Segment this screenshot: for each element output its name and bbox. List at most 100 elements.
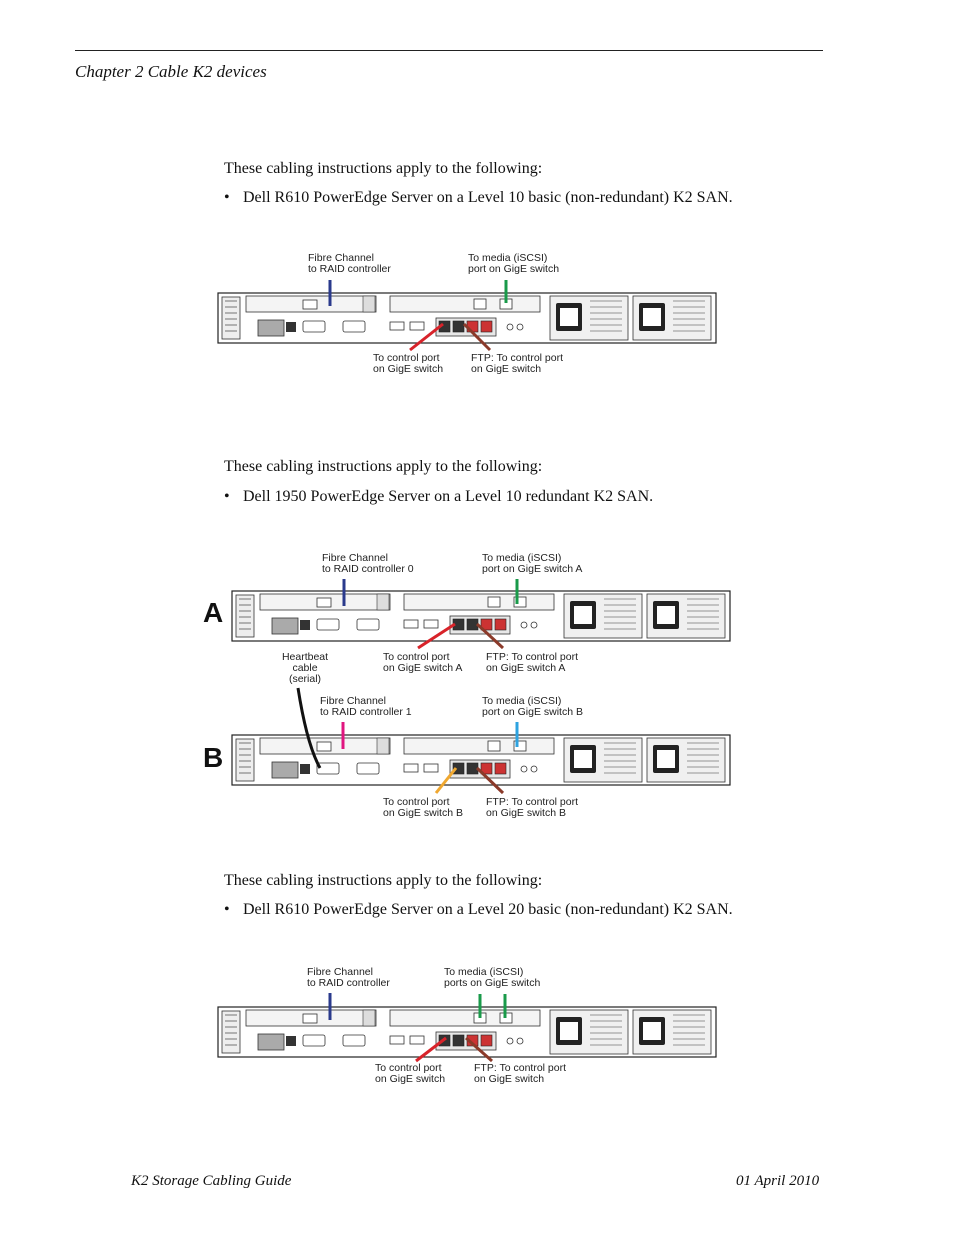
- nic-port: [480, 1034, 493, 1047]
- indicator-led: [506, 1037, 514, 1045]
- server-chassis-3: [217, 1006, 717, 1058]
- fc-port: [316, 741, 332, 752]
- slot-bracket: [376, 737, 390, 755]
- s2b-fibre-label: Fibre Channel to RAID controller 1: [320, 695, 412, 718]
- fc-port: [302, 1013, 318, 1024]
- media-port: [473, 298, 487, 310]
- section-3-bullet-text: Dell R610 PowerEdge Server on a Level 20…: [243, 901, 733, 918]
- id-button: [286, 322, 296, 332]
- s3-fibre-label: Fibre Channel to RAID controller: [307, 966, 390, 989]
- psu-block: [271, 761, 299, 779]
- fc-port: [302, 299, 318, 310]
- media-port: [487, 596, 501, 608]
- usb-port: [389, 1035, 405, 1045]
- vent-panel: [221, 1010, 241, 1054]
- s3-ftp-cable: [465, 1036, 493, 1063]
- inlet-socket: [560, 1022, 578, 1040]
- nic-port: [452, 762, 465, 775]
- s2b-ftp-cable: [475, 766, 505, 795]
- s3-media-label: To media (iSCSI) ports on GigE switch: [444, 966, 541, 989]
- inlet-socket: [643, 1022, 661, 1040]
- vga-port: [356, 762, 380, 775]
- nic-port: [494, 618, 507, 631]
- s1-ftp-label: FTP: To control port on GigE switch: [471, 352, 564, 375]
- vent-panel: [235, 738, 255, 782]
- usb-port: [423, 763, 439, 773]
- psu-block: [257, 1033, 285, 1051]
- usb-port: [403, 619, 419, 629]
- nic-port: [452, 1034, 465, 1047]
- usb-port: [409, 1035, 425, 1045]
- heartbeat-label: Heartbeat cable (serial): [281, 651, 329, 685]
- footer-title: K2 Storage Cabling Guide: [131, 1173, 292, 1189]
- serial-port: [316, 618, 340, 631]
- s2a-control-cable: [417, 622, 456, 650]
- s1-ftp-cable: [462, 322, 492, 352]
- indicator-led: [530, 765, 538, 773]
- s2b-media-label: To media (iSCSI) port on GigE switch B: [482, 695, 583, 718]
- inlet-socket: [574, 750, 592, 768]
- serial-port: [316, 762, 340, 775]
- fc-port: [316, 597, 332, 608]
- id-button: [300, 620, 310, 630]
- s2a-fibre-label: Fibre Channel to RAID controller 0: [322, 552, 414, 575]
- indicator-led: [520, 621, 528, 629]
- usb-port: [403, 763, 419, 773]
- pci-slot-2: [389, 1009, 541, 1027]
- indicator-led: [506, 323, 514, 331]
- s2a-ftp-label: FTP: To control port on GigE switch A: [486, 651, 579, 674]
- s3-ftp-label: FTP: To control port on GigE switch: [474, 1062, 567, 1085]
- usb-port: [423, 619, 439, 629]
- vga-port: [356, 618, 380, 631]
- s1-control-label: To control port on GigE switch: [373, 352, 444, 375]
- psu-block: [271, 617, 299, 635]
- usb-port: [389, 321, 405, 331]
- server-b-letter: B: [203, 742, 224, 773]
- media-port-2: [513, 740, 527, 752]
- vent-panel: [235, 594, 255, 638]
- s2a-media-label: To media (iSCSI) port on GigE switch A: [482, 552, 583, 575]
- media-port-2: [513, 596, 527, 608]
- s2a-ftp-cable: [475, 622, 505, 650]
- inlet-socket: [560, 308, 578, 326]
- server-chassis-a: [231, 590, 731, 642]
- bullet-mark: •: [224, 901, 230, 918]
- server-chassis-1: [217, 292, 717, 344]
- nic-port: [480, 762, 493, 775]
- psu-block: [257, 319, 285, 337]
- s2b-control-cable: [434, 767, 458, 794]
- s1-control-cable: [409, 322, 444, 352]
- header-rule: [75, 50, 823, 51]
- footer-date: 01 April 2010: [736, 1173, 820, 1189]
- nic-port: [452, 320, 465, 333]
- vga-port: [342, 1034, 366, 1047]
- bullet-mark: •: [224, 189, 230, 206]
- media-port: [487, 740, 501, 752]
- indicator-led: [530, 621, 538, 629]
- id-button: [300, 764, 310, 774]
- chapter-heading: Chapter 2 Cable K2 devices: [75, 62, 267, 81]
- s1-media-label: To media (iSCSI) port on GigE switch: [468, 252, 560, 275]
- section-2-bullet-text: Dell 1950 PowerEdge Server on a Level 10…: [243, 488, 654, 505]
- slot-bracket: [362, 1009, 376, 1027]
- nic-port: [480, 618, 493, 631]
- slot-bracket: [362, 295, 376, 313]
- serial-port: [302, 1034, 326, 1047]
- indicator-led: [516, 323, 524, 331]
- inlet-socket: [574, 606, 592, 624]
- indicator-led: [520, 765, 528, 773]
- section-1-bullet: •Dell R610 PowerEdge Server on a Level 1…: [224, 189, 733, 207]
- nic-port: [480, 320, 493, 333]
- section-2-bullet: • Dell 1950 PowerEdge Server on a Level 1…: [224, 488, 653, 506]
- inlet-socket: [657, 750, 675, 768]
- section-3-bullet: • Dell R610 PowerEdge Server on a Level 2…: [224, 901, 733, 919]
- bullet-mark: •: [224, 488, 230, 505]
- nic-port: [494, 762, 507, 775]
- section-3-intro: These cabling instructions apply to the …: [224, 872, 543, 889]
- s1-fibre-label: Fibre Channel to RAID controller: [308, 252, 391, 275]
- id-button: [286, 1036, 296, 1046]
- slot-bracket: [376, 593, 390, 611]
